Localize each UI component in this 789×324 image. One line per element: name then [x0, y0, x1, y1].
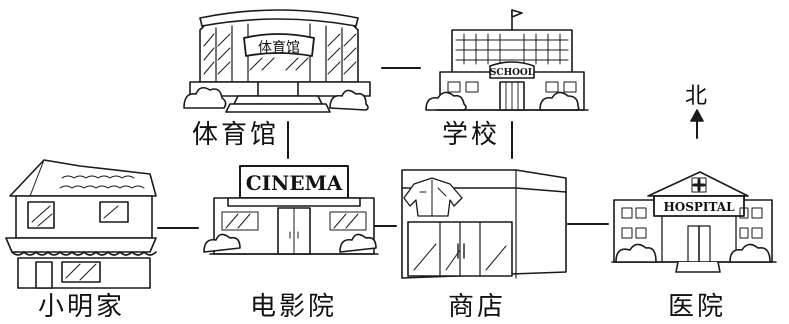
gym-building-icon: [183, 9, 371, 113]
cinema-label: 电影院: [250, 292, 338, 322]
cinema-sign: CINEMA: [246, 171, 343, 195]
north-label: 北: [685, 84, 708, 109]
home-label: 小明家: [38, 292, 126, 322]
school-label: 学校: [442, 120, 501, 150]
north-arrow-icon: [690, 109, 704, 139]
home-building-icon: [5, 159, 157, 289]
hospital-building-icon: [611, 171, 777, 273]
hospital-sign: HOSPITAL: [663, 200, 735, 214]
gym-sign: 体育馆: [258, 40, 300, 56]
shop-building-icon: [401, 169, 567, 279]
school-sign: SCHOOL: [490, 68, 535, 78]
hospital-label: 医院: [668, 292, 727, 322]
school-building-icon: [425, 9, 589, 111]
gym-label: 体育馆: [192, 120, 280, 150]
connection-lines: [157, 67, 609, 229]
cinema-building-icon: [203, 165, 379, 255]
shop-label: 商店: [448, 292, 507, 322]
